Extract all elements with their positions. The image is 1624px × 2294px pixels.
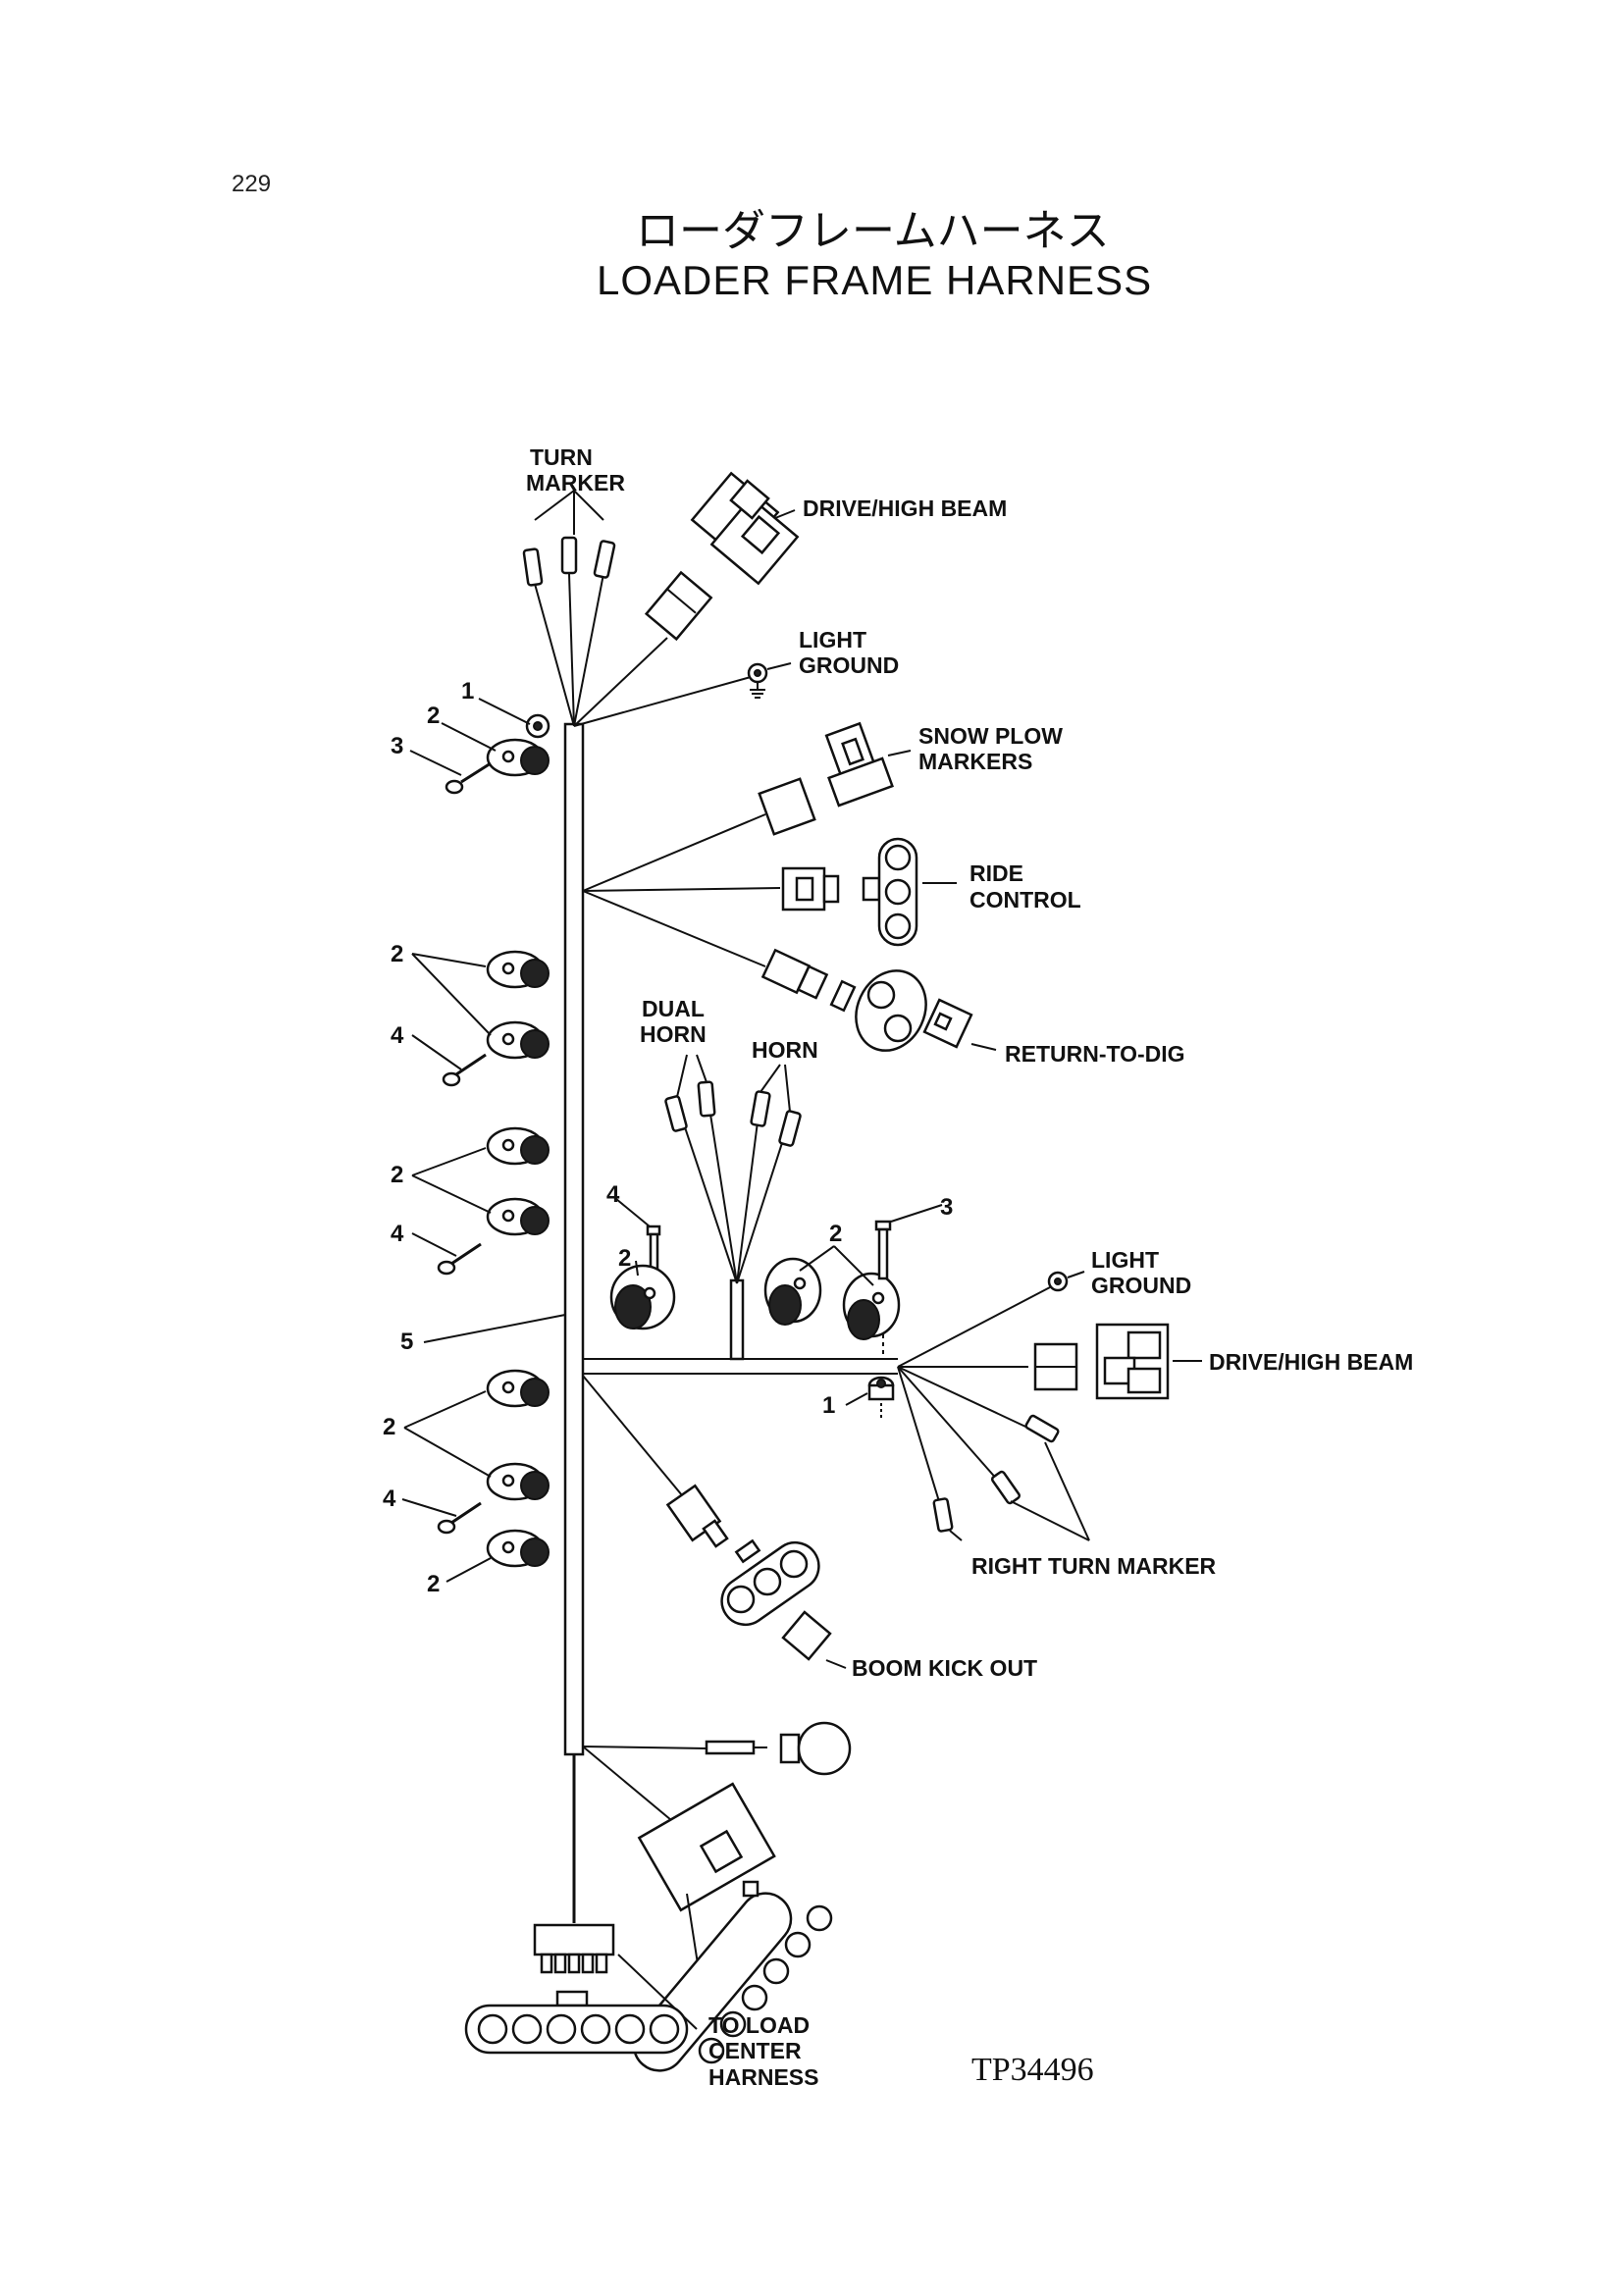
load-center-connector (464, 1923, 698, 2055)
callout-2-d: 2 (427, 1571, 440, 1597)
left-clamps-group-1 (411, 950, 550, 1087)
nut-right (845, 1376, 895, 1418)
callout-1-right: 1 (822, 1392, 835, 1419)
drive-high-beam-connector-top (644, 471, 800, 642)
label-dual-horn-1: DUAL (642, 996, 705, 1021)
return-to-dig-connector (760, 948, 973, 1052)
label-drive-high-beam-right: DRIVE/HIGH BEAM (1209, 1349, 1413, 1375)
callout-4-center: 4 (606, 1181, 620, 1208)
callout-2-top: 2 (427, 703, 440, 729)
light-ground-top-eyelet (747, 662, 792, 699)
bottom-breakout (582, 1721, 852, 2072)
right-breakout (897, 1271, 1202, 1541)
left-clamps-group-3 (401, 1369, 550, 1583)
label-to-load-center-2: CENTER (708, 2038, 802, 2063)
mid-breakout (582, 813, 781, 967)
title-english: LOADER FRAME HARNESS (597, 257, 1152, 303)
page-number: 229 (232, 171, 271, 197)
ride-control-connector (781, 837, 918, 947)
callout-5: 5 (400, 1329, 413, 1355)
label-boom-kick-out: BOOM KICK OUT (852, 1655, 1037, 1681)
callout-1-top: 1 (461, 678, 474, 704)
boom-kick-out-connector (582, 1375, 847, 1669)
label-to-load-center-3: HARNESS (708, 2064, 818, 2090)
label-turn-marker-2: MARKER (526, 470, 625, 495)
label-light-ground-right-2: GROUND (1091, 1273, 1191, 1298)
center-bolt-clamp (609, 1198, 676, 1330)
callout-3-top: 3 (391, 733, 403, 759)
label-ride-control-2: CONTROL (969, 887, 1081, 912)
callout-4-c: 4 (383, 1486, 396, 1512)
main-trunk (563, 722, 898, 1923)
label-ride-control-1: RIDE (969, 860, 1023, 886)
horn-wires (664, 1054, 802, 1284)
label-horn: HORN (752, 1037, 818, 1063)
label-right-turn-marker: RIGHT TURN MARKER (971, 1553, 1217, 1579)
label-turn-marker-1: TURN (530, 444, 593, 470)
snow-plow-connector (758, 721, 894, 836)
drawing-code: TP34496 (971, 2052, 1094, 2088)
left-clamps-group-2 (411, 1126, 550, 1276)
label-to-load-center-1: TO LOAD (708, 2012, 810, 2038)
title-japanese: ローダフレームハーネス (636, 206, 1110, 256)
callout-2-a: 2 (391, 941, 403, 967)
label-light-ground-top-1: LIGHT (799, 627, 866, 652)
callout-4-b: 4 (391, 1221, 404, 1247)
callout-2-b: 2 (391, 1162, 403, 1188)
callout-3-right: 3 (940, 1194, 953, 1221)
callout-2-right: 2 (829, 1221, 842, 1247)
top-clamp-assembly (445, 713, 550, 795)
label-snow-plow-2: MARKERS (918, 749, 1032, 774)
top-breakout (534, 490, 752, 727)
label-snow-plow-1: SNOW PLOW (918, 723, 1063, 749)
right-clamps-pair (763, 1204, 943, 1359)
label-light-ground-top-2: GROUND (799, 652, 899, 678)
label-light-ground-right-1: LIGHT (1091, 1247, 1159, 1273)
label-return-to-dig: RETURN-TO-DIG (1005, 1041, 1185, 1067)
turn-marker-bulbs (522, 536, 616, 587)
callout-2-center: 2 (618, 1245, 631, 1272)
label-dual-horn-2: HORN (640, 1021, 707, 1047)
callout-4-a: 4 (391, 1022, 404, 1049)
label-drive-high-beam-top: DRIVE/HIGH BEAM (803, 495, 1007, 521)
callout-2-c: 2 (383, 1414, 395, 1440)
